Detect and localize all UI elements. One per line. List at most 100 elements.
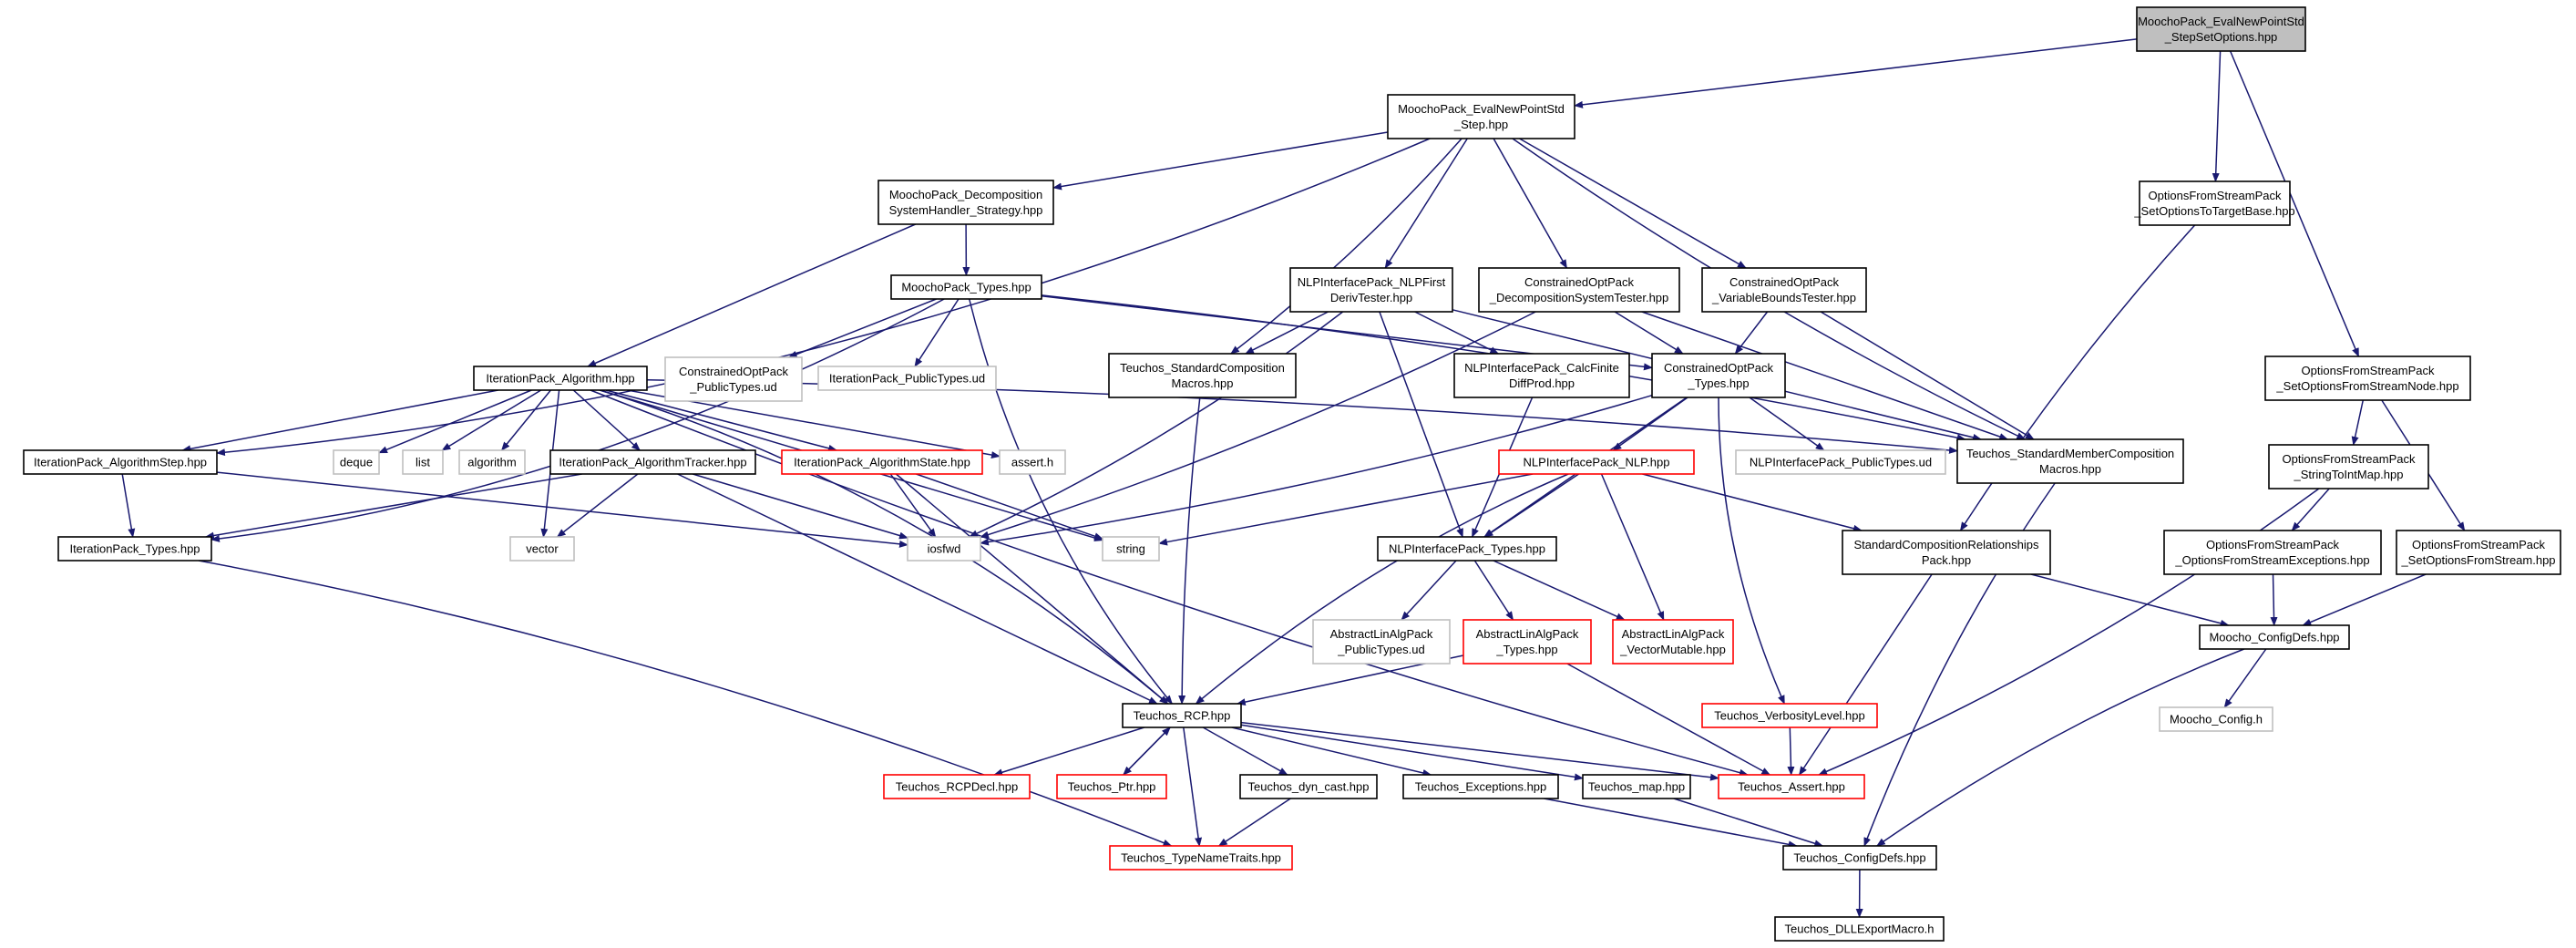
node-vector[interactable]: vector — [509, 536, 575, 562]
node-iosfwd[interactable]: iosfwd — [907, 536, 981, 562]
edge-n15-to-n41 — [1718, 397, 1785, 705]
edge-n1-to-n2 — [1574, 38, 2138, 108]
node-constrainedoptpack-publictypes-ud[interactable]: ConstrainedOptPack_PublicTypes.ud — [664, 356, 803, 402]
node-iterationpack-types-hpp[interactable]: IterationPack_Types.hpp — [57, 536, 212, 562]
node-list[interactable]: list — [402, 449, 444, 475]
edge-n21-to-n29 — [204, 473, 582, 540]
edge-n40-to-n48 — [1183, 726, 1203, 847]
node-teuchos-rcp-hpp[interactable]: Teuchos_RCP.hpp — [1122, 703, 1242, 728]
node-label: _SetOptionsToTargetBase.hpp — [2133, 204, 2294, 218]
edge-n21-to-n40 — [677, 473, 1158, 705]
edge-n21-to-n31 — [692, 473, 908, 540]
node-iterationpack-algorithm-hpp[interactable]: IterationPack_Algorithm.hpp — [473, 366, 648, 391]
node-box — [1453, 353, 1630, 398]
node-teuchos-dyn-cast-hpp[interactable]: Teuchos_dyn_cast.hpp — [1239, 774, 1378, 799]
node-iterationpack-algorithmstate-hpp[interactable]: IterationPack_AlgorithmState.hpp — [781, 449, 983, 475]
node-label: MoochoPack_Types.hpp — [901, 281, 1031, 294]
node-teuchos-typenametraits-hpp[interactable]: Teuchos_TypeNameTraits.hpp — [1109, 845, 1293, 871]
edge-n35-to-n39 — [2223, 648, 2267, 708]
node-label: _SetOptionsFromStreamNode.hpp — [2275, 379, 2458, 393]
node-iterationpack-publictypes-ud[interactable]: IterationPack_PublicTypes.ud — [817, 366, 997, 391]
edge-n34-to-n35 — [2030, 573, 2230, 627]
node-moochopack-types-hpp[interactable]: MoochoPack_Types.hpp — [890, 274, 1042, 300]
node-box — [999, 449, 1066, 475]
node-box — [2159, 706, 2273, 732]
node-optionsfromstreampack-stringtointmap-hpp[interactable]: OptionsFromStreamPack _StringToIntMap.hpp — [2268, 444, 2429, 489]
edge-n40-to-n45 — [1231, 726, 1432, 777]
node-moochopack-evalnewpointstd-stepsetoptions-hpp[interactable]: MoochoPack_EvalNewPointStd_StepSetOption… — [2136, 6, 2306, 52]
edge-n7-to-n13 — [1245, 311, 1329, 355]
node-box — [1651, 353, 1786, 398]
edge-n46-to-n49 — [1673, 798, 1824, 848]
node-box — [1612, 619, 1734, 665]
node-teuchos-standardmembercompositionmacros-hpp[interactable]: Teuchos_StandardMemberCompositionMacros.… — [1956, 438, 2184, 484]
node-box — [2199, 624, 2350, 650]
node-label: NLPInterfacePack_NLP.hpp — [1524, 456, 1670, 469]
node-box — [1701, 703, 1878, 728]
node-teuchos-dllexportmacro-h[interactable]: Teuchos_DLLExportMacro.h — [1774, 916, 1945, 942]
node-box — [2136, 6, 2306, 52]
edge-n13-to-n40 — [1178, 397, 1201, 705]
node-abstractlinalgpack-vectormutable-hpp[interactable]: AbstractLinAlgPack_VectorMutable.hpp — [1612, 619, 1734, 665]
node-label: assert.h — [1011, 456, 1053, 469]
node-nlpinterfacepack-publictypes-ud[interactable]: NLPInterfacePack_PublicTypes.ud — [1735, 449, 1946, 475]
node-label: Moocho_Config.h — [2170, 713, 2263, 726]
node-iterationpack-algorithmstep-hpp[interactable]: IterationPack_AlgorithmStep.hpp — [23, 449, 218, 475]
node-label: ConstrainedOptPack — [1729, 275, 1839, 289]
edge-n10-to-n22 — [605, 389, 838, 452]
node-teuchos-ptr-hpp[interactable]: Teuchos_Ptr.hpp — [1056, 774, 1167, 799]
node-constrainedoptpack-decompositionsystemtester-hpp[interactable]: ConstrainedOptPack_DecompositionSystemTe… — [1478, 267, 1680, 313]
node-box — [817, 366, 997, 391]
node-string[interactable]: string — [1102, 536, 1160, 562]
edge-n16-to-n27 — [2291, 488, 2330, 531]
node-label: IterationPack_PublicTypes.ud — [829, 372, 985, 386]
node-moocho-config-h[interactable]: Moocho_Config.h — [2159, 706, 2273, 732]
node-label: Teuchos_Ptr.hpp — [1068, 780, 1156, 794]
node-box — [473, 366, 648, 391]
node-box — [1377, 536, 1557, 562]
edge-n6-to-n11 — [787, 298, 937, 358]
node-label: IterationPack_Types.hpp — [69, 542, 200, 556]
node-optionsfromstreampack-optionsfromstreamexceptions-hpp[interactable]: OptionsFromStreamPack_OptionsFromStreamE… — [2163, 530, 2382, 575]
edge-n21-to-n30 — [556, 473, 639, 538]
node-abstractlinalgpack-publictypes-ud[interactable]: AbstractLinAlgPack_PublicTypes.ud — [1312, 619, 1451, 665]
node-assert-h[interactable]: assert.h — [999, 449, 1066, 475]
node-box — [781, 449, 983, 475]
node-label: Teuchos_VerbosityLevel.hpp — [1714, 709, 1865, 723]
node-teuchos-exceptions-hpp[interactable]: Teuchos_Exceptions.hpp — [1402, 774, 1559, 799]
node-algorithm[interactable]: algorithm — [458, 449, 526, 475]
node-teuchos-map-hpp[interactable]: Teuchos_map.hpp — [1582, 774, 1691, 799]
edge-n26-to-n33 — [1483, 473, 1580, 538]
node-box — [2264, 356, 2471, 401]
node-teuchos-verbositylevel-hpp[interactable]: Teuchos_VerbosityLevel.hpp — [1701, 703, 1878, 728]
node-moocho-configdefs-hpp[interactable]: Moocho_ConfigDefs.hpp — [2199, 624, 2350, 650]
edge-n2-to-n13 — [1230, 138, 1462, 355]
node-label: OptionsFromStreamPack — [2283, 452, 2416, 466]
node-deque[interactable]: deque — [333, 449, 380, 475]
edge-n44-to-n48 — [1217, 798, 1291, 847]
node-moochopack-decompositionsystemhandler-strategy-hpp[interactable]: MoochoPack_DecompositionSystemHandler_St… — [877, 180, 1054, 225]
node-abstractlinalgpack-types-hpp[interactable]: AbstractLinAlgPack_Types.hpp — [1462, 619, 1592, 665]
edge-n10-to-n17 — [181, 389, 498, 453]
node-teuchos-rcpdecl-hpp[interactable]: Teuchos_RCPDecl.hpp — [883, 774, 1031, 799]
node-optionsfromstreampack-setoptionstotargetbase-hpp[interactable]: OptionsFromStreamPack_SetOptionsToTarget… — [2133, 180, 2295, 226]
node-label: _StringToIntMap.hpp — [2294, 468, 2404, 481]
node-nlpinterfacepack-nlp-hpp[interactable]: NLPInterfacePack_NLP.hpp — [1498, 449, 1695, 475]
node-constrainedoptpack-variableboundstester-hpp[interactable]: ConstrainedOptPack_VariableBoundsTester.… — [1701, 267, 1867, 313]
node-optionsfromstreampack-setoptionsfromstreamnode-hpp[interactable]: OptionsFromStreamPack_SetOptionsFromStre… — [2264, 356, 2471, 401]
edge-n41-to-n47 — [1787, 726, 1795, 776]
node-box — [1956, 438, 2184, 484]
node-optionsfromstreampack-setoptionsfromstream-hpp[interactable]: OptionsFromStreamPack_SetOptionsFromStre… — [2396, 530, 2561, 575]
node-nlpinterfacepack-types-hpp[interactable]: NLPInterfacePack_Types.hpp — [1377, 536, 1557, 562]
node-teuchos-configdefs-hpp[interactable]: Teuchos_ConfigDefs.hpp — [1782, 845, 1937, 871]
edge-n8-to-n15 — [1614, 311, 1684, 355]
node-teuchos-assert-hpp[interactable]: Teuchos_Assert.hpp — [1718, 774, 1865, 799]
node-moochopack-evalnewpointstd-step-hpp[interactable]: MoochoPack_EvalNewPointStd_Step.hpp — [1387, 94, 1575, 139]
node-constrainedoptpack-types-hpp[interactable]: ConstrainedOptPack_Types.hpp — [1651, 353, 1786, 398]
node-iterationpack-algorithmtracker-hpp[interactable]: IterationPack_AlgorithmTracker.hpp — [549, 449, 756, 475]
node-label: _Types.hpp — [1495, 643, 1557, 656]
